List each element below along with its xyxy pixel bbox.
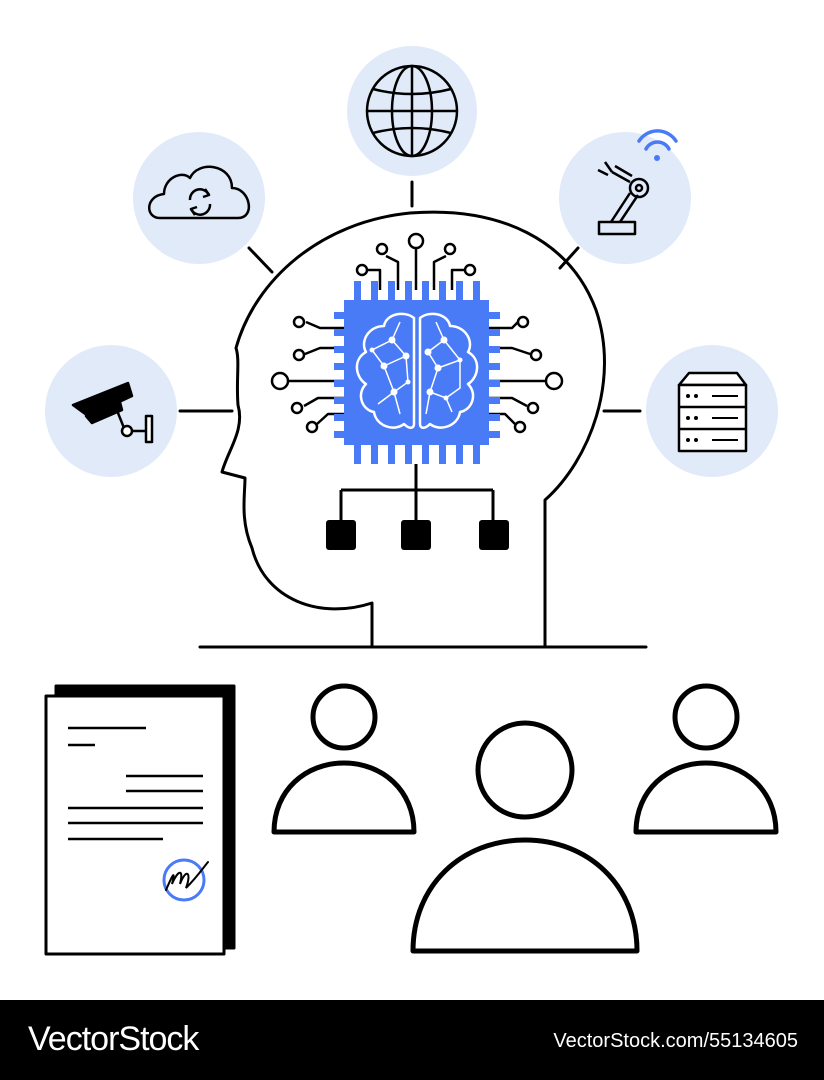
connector-lines (178, 180, 642, 413)
signature-stamp-icon (162, 858, 209, 902)
stock-id-text: VectorStock.com/55134605 (553, 1030, 798, 1052)
robot-arm-icon (597, 161, 650, 236)
wifi-icon (637, 129, 678, 161)
cloud-sync-icon (148, 165, 251, 220)
ai-illustration (44, 46, 779, 956)
server-icon (677, 371, 748, 453)
ai-chip-icon (334, 281, 500, 464)
head-outline (220, 210, 606, 647)
brain-icon (355, 312, 479, 429)
output-tree (326, 464, 509, 550)
security-camera-icon (71, 381, 154, 444)
person-icon-left (271, 683, 417, 835)
brand-logo-text: VectorStock (28, 1020, 199, 1058)
document-icon (44, 684, 236, 956)
globe-icon (365, 64, 459, 158)
person-icon-center (410, 720, 640, 954)
person-icon-right (633, 683, 779, 835)
watermark-footer: VectorStock VectorStock.com/55134605 (0, 1000, 824, 1080)
